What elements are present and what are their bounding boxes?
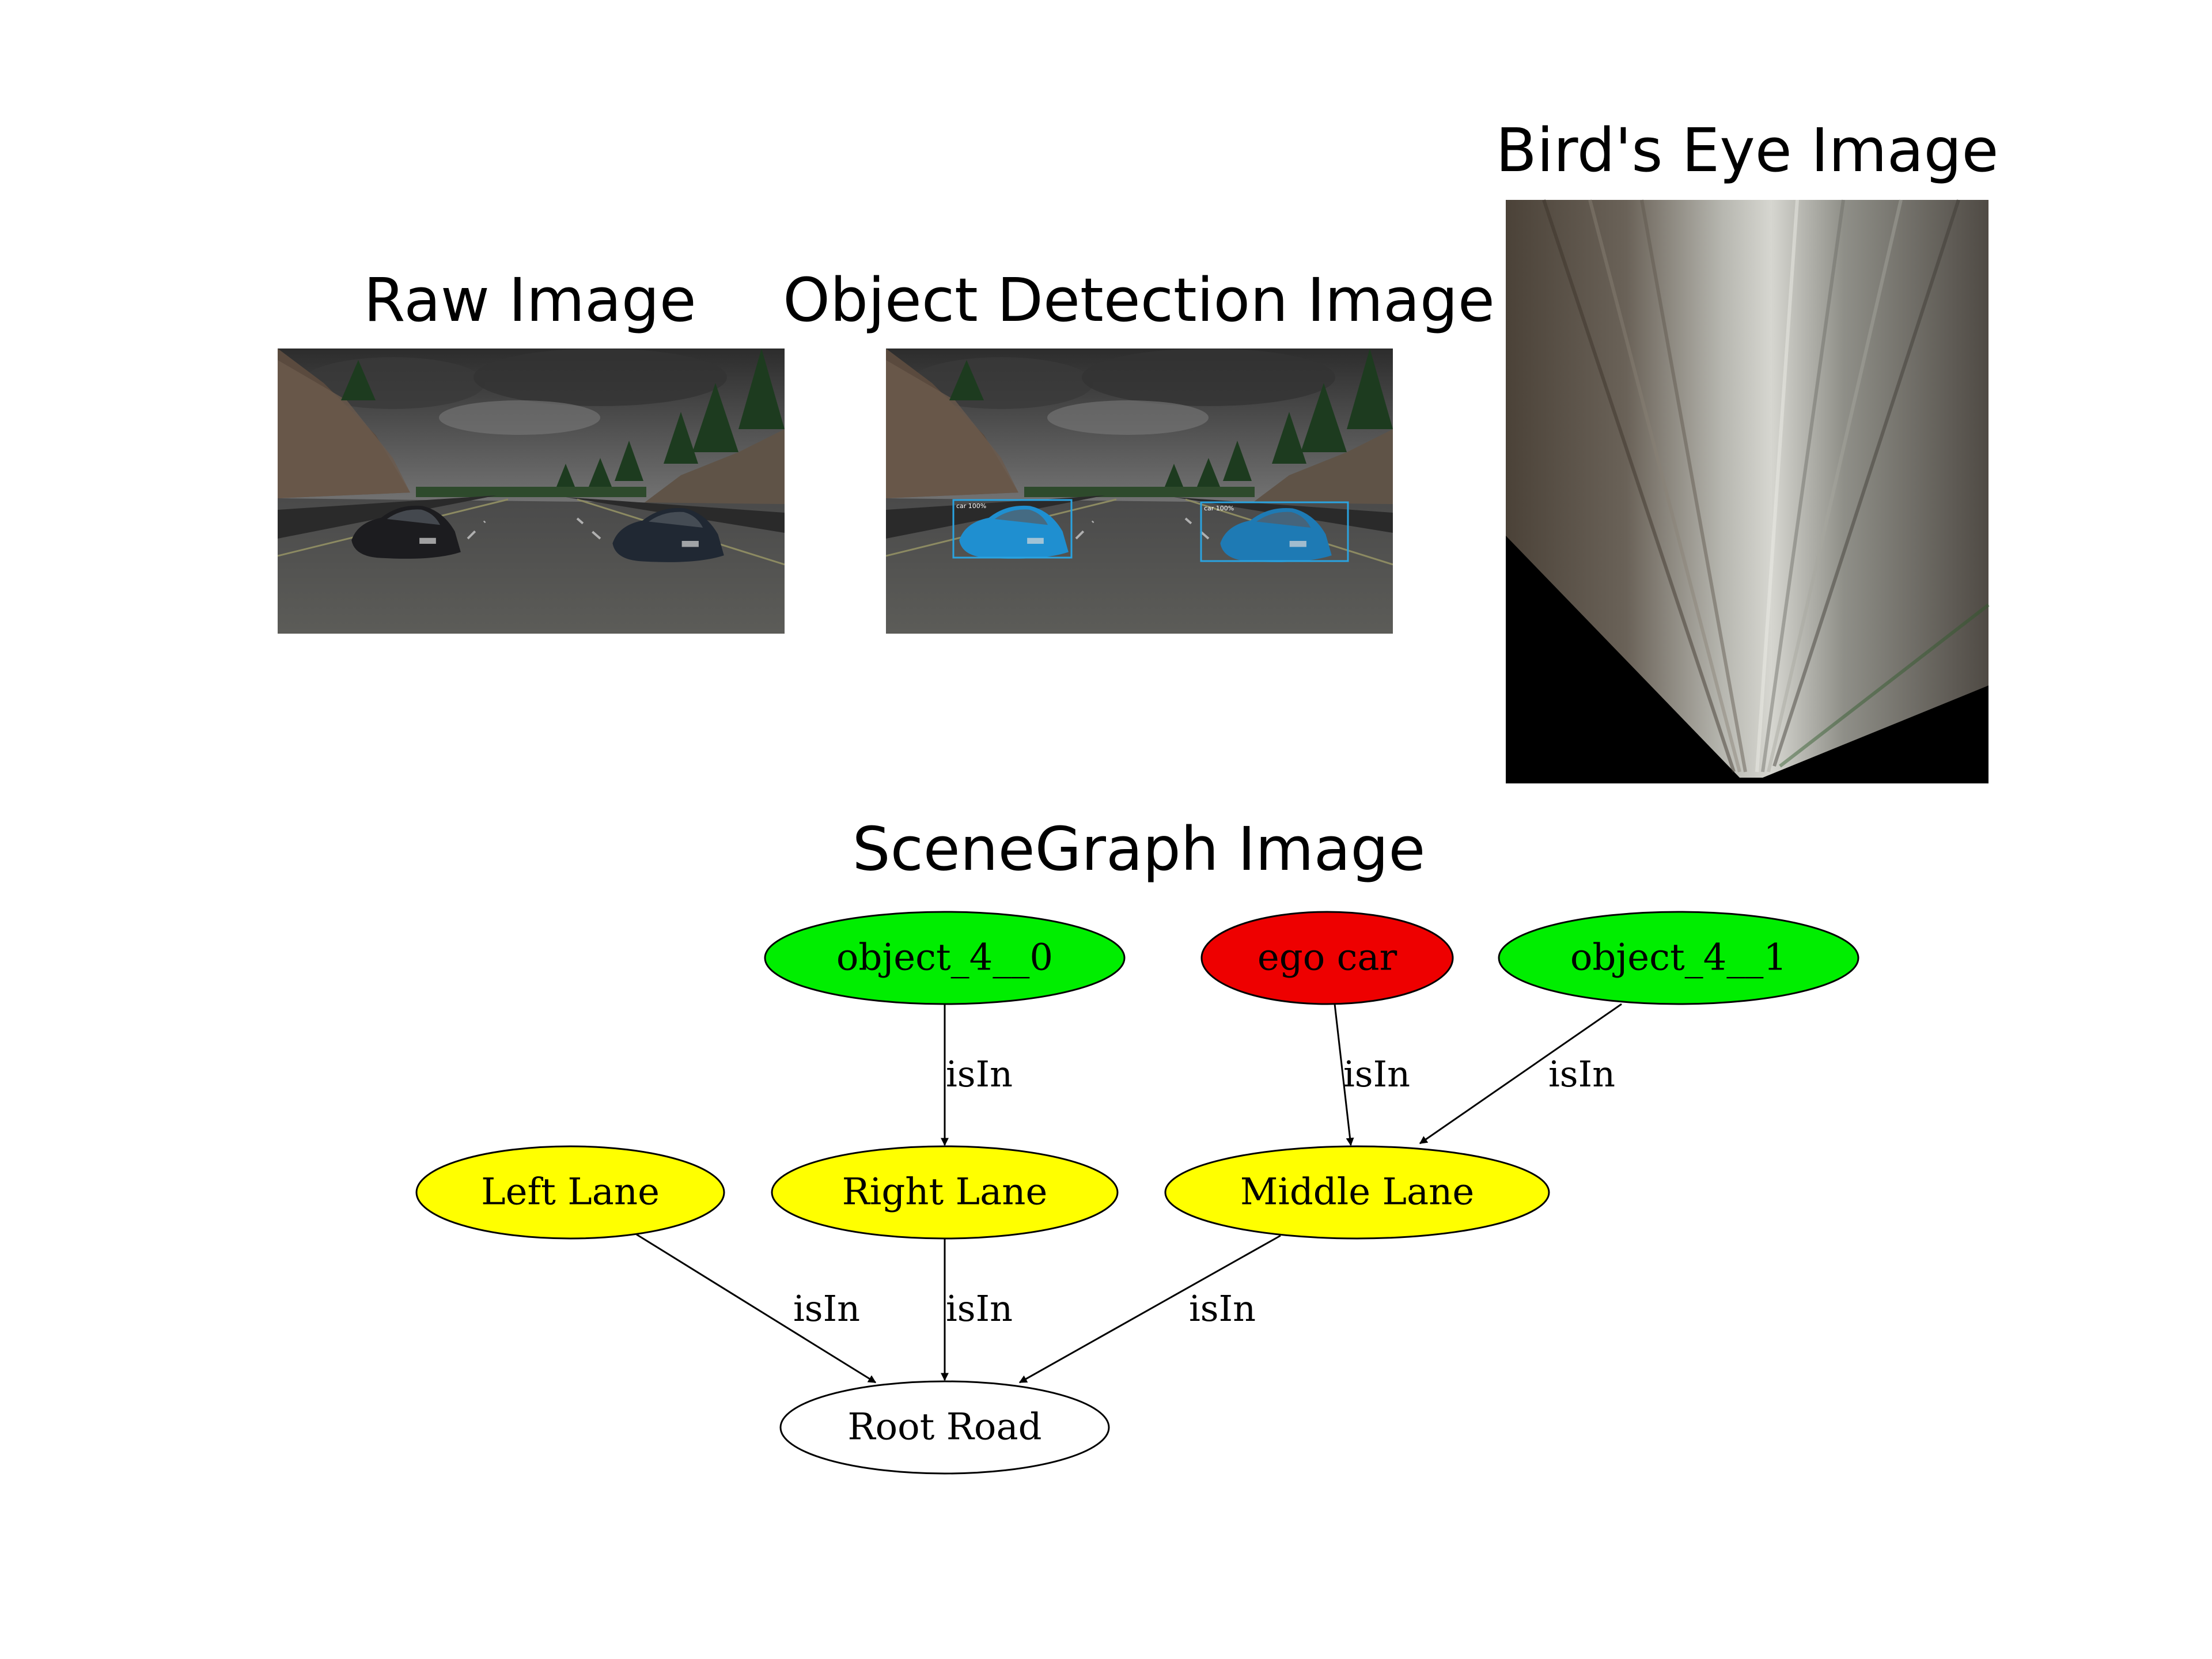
edge-label-ego_car-to-middle_lane: isIn bbox=[1343, 1053, 1410, 1095]
node-root-road: Root Road bbox=[779, 1380, 1110, 1475]
object-detection-image: car 100% car 100% bbox=[886, 349, 1393, 634]
edge-left_lane-to-root_road bbox=[636, 1233, 877, 1384]
edge-label-object_4__1-to-middle_lane: isIn bbox=[1548, 1053, 1615, 1095]
node-left-lane: Left Lane bbox=[415, 1145, 725, 1240]
node-label-left-lane: Left Lane bbox=[481, 1171, 660, 1214]
node-label-object-4--0: object_4__0 bbox=[836, 937, 1053, 979]
node-label-root-road: Root Road bbox=[847, 1406, 1041, 1449]
node-shape-root-road bbox=[779, 1380, 1110, 1475]
node-shape-left-lane bbox=[415, 1145, 725, 1240]
birdseye-image-title: Bird's Eye Image bbox=[1495, 115, 1998, 185]
edge-label-middle_lane-to-root_road: isIn bbox=[1189, 1287, 1256, 1330]
detection-label-left: car 100% bbox=[956, 502, 986, 510]
edge-middle_lane-to-root_road bbox=[1018, 1234, 1281, 1384]
detection-box-left bbox=[952, 499, 1073, 559]
node-label-middle-lane: Middle Lane bbox=[1240, 1171, 1474, 1214]
edge-label-object_4__0-to-right_lane: isIn bbox=[946, 1053, 1013, 1095]
node-right-lane: Right Lane bbox=[771, 1145, 1119, 1240]
node-middle-lane: Middle Lane bbox=[1164, 1145, 1550, 1240]
node-shape-object-4--0 bbox=[764, 911, 1126, 1005]
node-shape-middle-lane bbox=[1164, 1145, 1550, 1240]
node-label-ego-car: ego car bbox=[1257, 937, 1397, 979]
node-ego-car: ego car bbox=[1200, 911, 1454, 1005]
node-shape-object-4--1 bbox=[1498, 911, 1859, 1005]
edge-label-left_lane-to-root_road: isIn bbox=[793, 1287, 860, 1330]
edge-object_4__1-to-middle_lane bbox=[1419, 1003, 1622, 1145]
detection-box-right bbox=[1200, 501, 1349, 562]
raw-image bbox=[278, 349, 785, 634]
node-label-right-lane: Right Lane bbox=[842, 1171, 1048, 1214]
edge-label-right_lane-to-root_road: isIn bbox=[946, 1287, 1013, 1330]
scenegraph-edges: isIn isIn isIn isIn isIn isIn bbox=[636, 1003, 1622, 1384]
node-label-object-4--1: object_4__1 bbox=[1570, 937, 1787, 979]
raw-image-title: Raw Image bbox=[363, 265, 696, 335]
node-object-4--1: object_4__1 bbox=[1498, 911, 1859, 1005]
detection-image-title: Object Detection Image bbox=[783, 265, 1495, 335]
node-shape-right-lane bbox=[771, 1145, 1119, 1240]
edge-ego_car-to-middle_lane bbox=[1334, 1003, 1354, 1146]
detection-label-right: car 100% bbox=[1204, 505, 1234, 512]
node-object-4--0: object_4__0 bbox=[764, 911, 1126, 1005]
birdseye-image bbox=[1506, 199, 1990, 783]
scenegraph-image-title: SceneGraph Image bbox=[853, 814, 1426, 884]
node-shape-ego-car bbox=[1200, 911, 1454, 1005]
